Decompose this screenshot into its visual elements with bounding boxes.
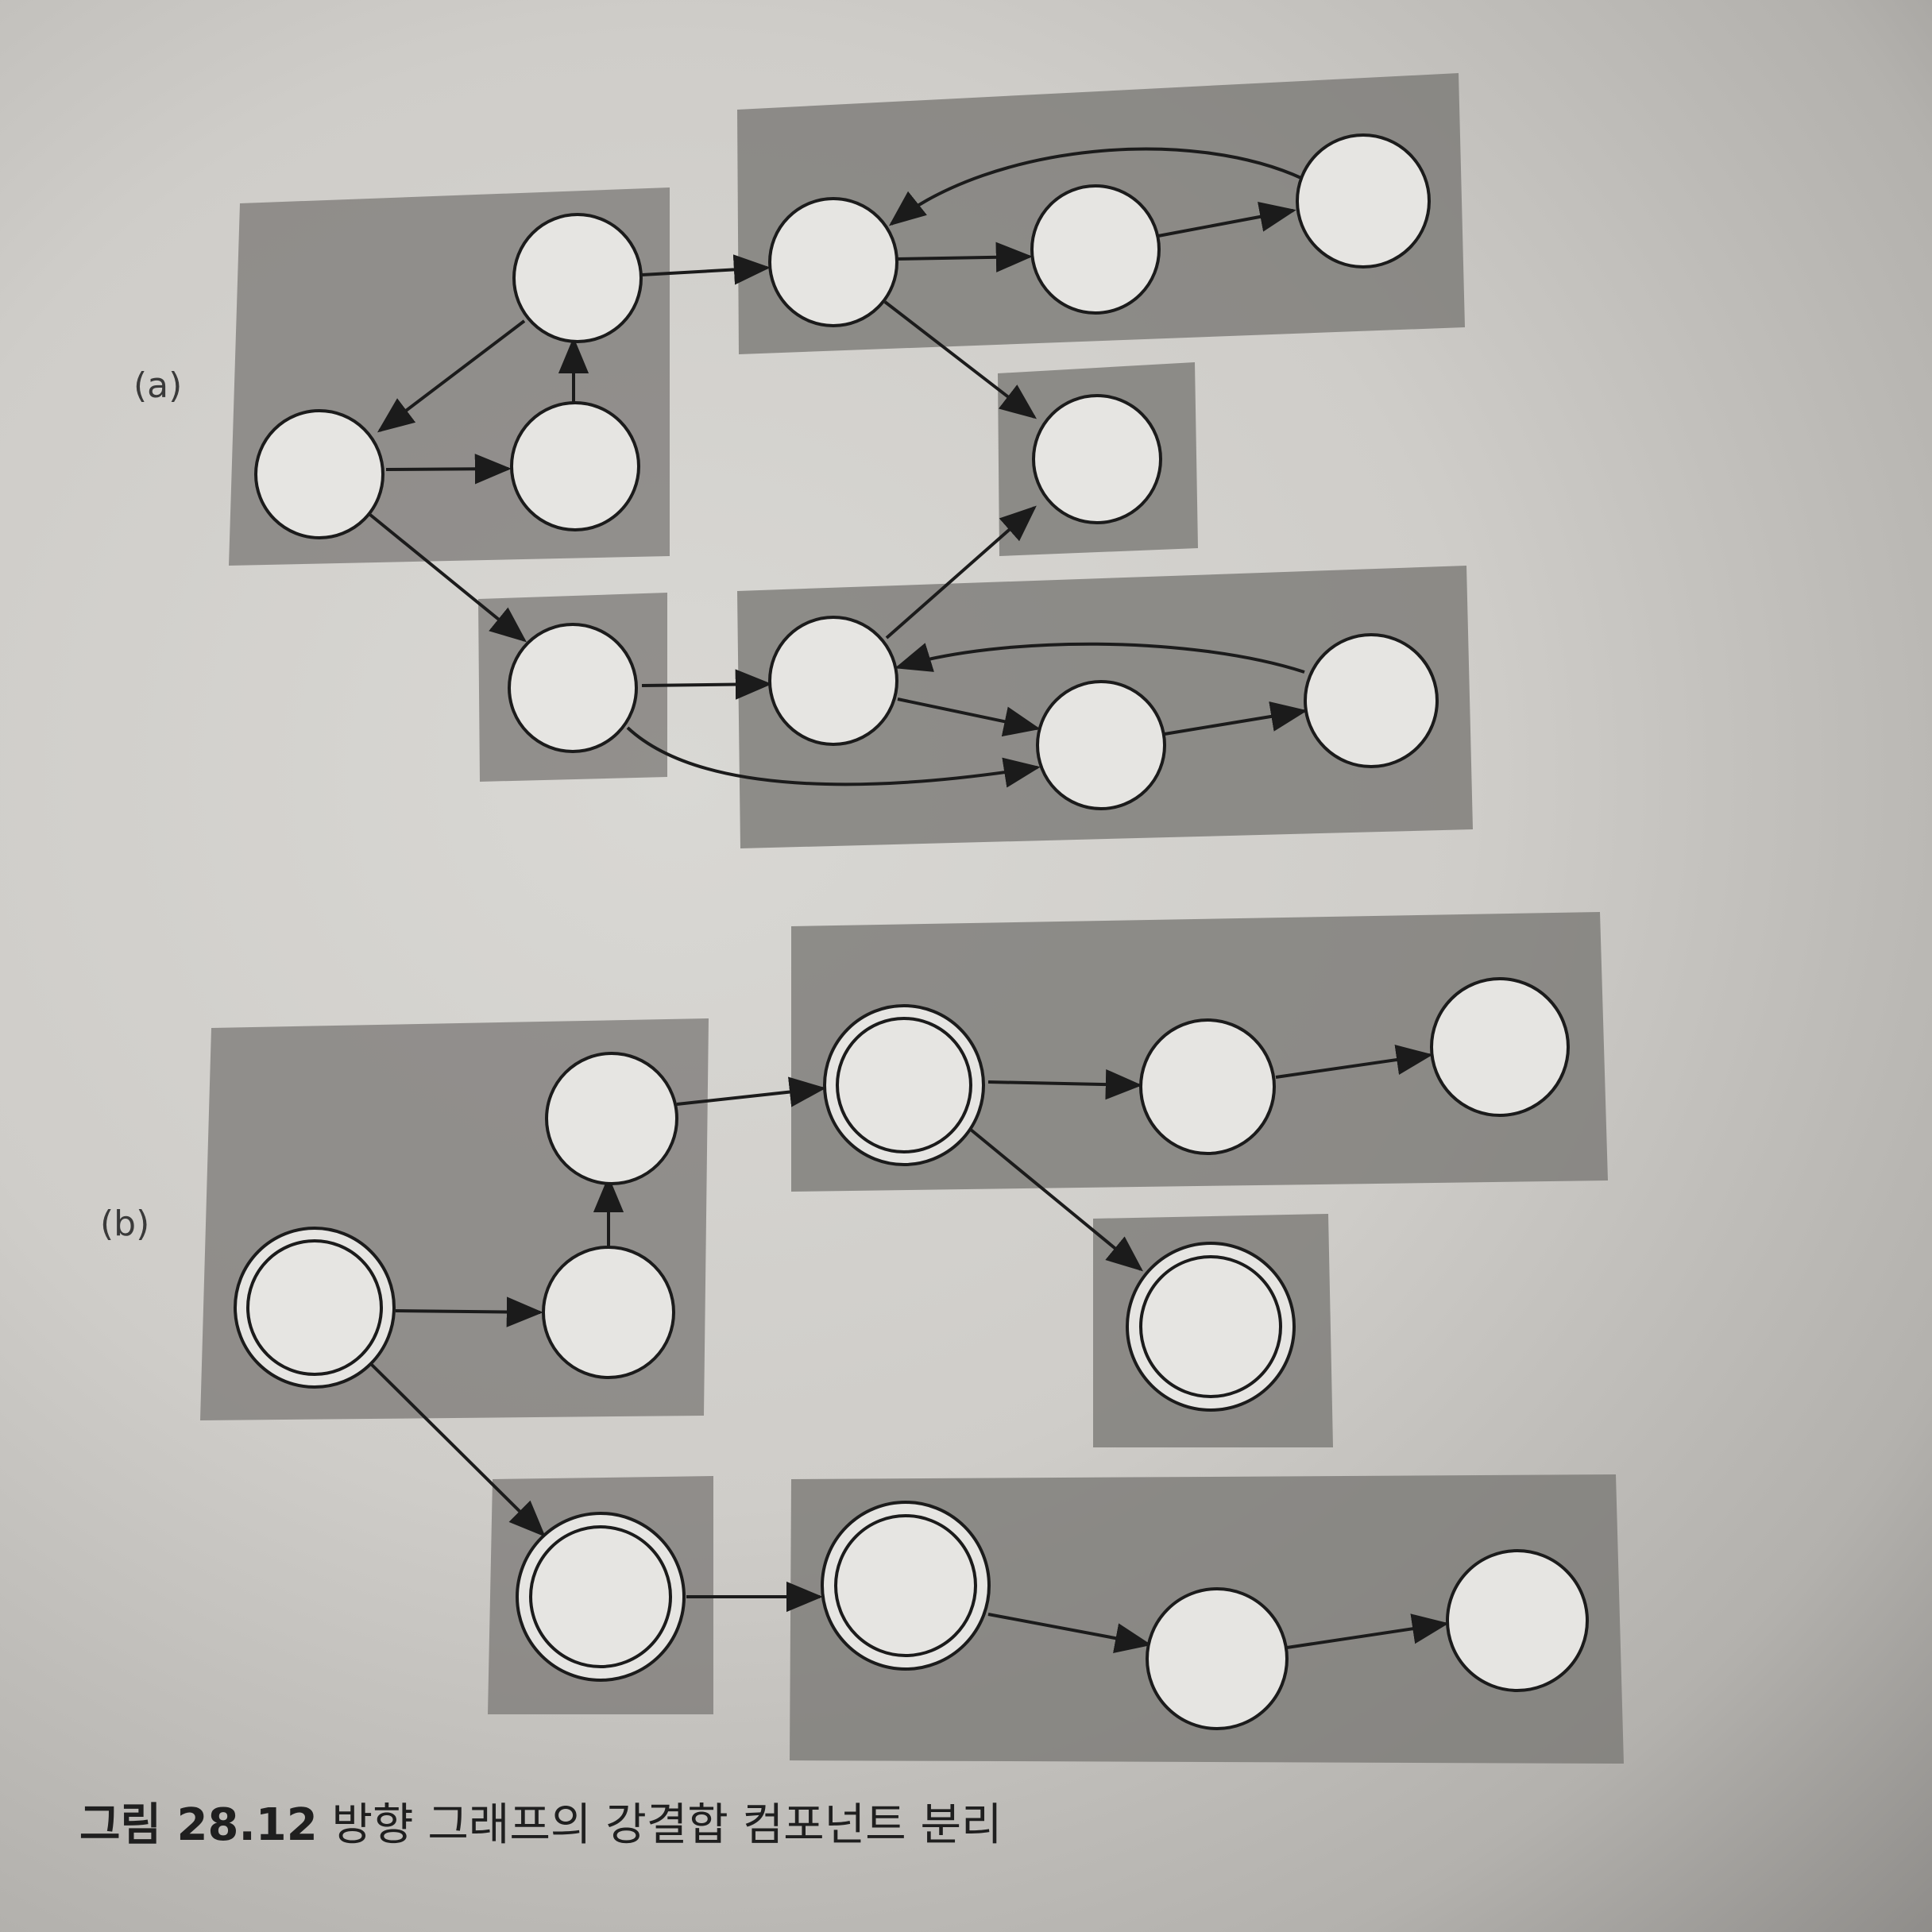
edge (377, 319, 526, 433)
graph-node (1036, 680, 1166, 810)
graph-node (254, 409, 384, 539)
graph-node (1139, 1255, 1282, 1398)
part-b-graph (200, 912, 1624, 1764)
edge (897, 697, 1041, 737)
edge (969, 1128, 1143, 1272)
graph-node (512, 213, 643, 343)
edge (1275, 1045, 1433, 1079)
edge (1164, 701, 1308, 736)
graph-node (1296, 133, 1431, 269)
edge (987, 1068, 1142, 1100)
graph-node (1139, 1018, 1276, 1155)
edges-b (369, 1045, 1449, 1654)
edge (369, 1362, 546, 1537)
edge (883, 300, 1037, 419)
graph-node (1032, 394, 1162, 524)
nodes-b (246, 977, 1589, 1730)
graph-node (246, 1239, 383, 1376)
edge (641, 254, 771, 285)
graph-node (545, 1052, 678, 1185)
edge (1286, 1613, 1449, 1649)
edge (676, 1076, 826, 1107)
graph-node (836, 1017, 972, 1153)
figure-caption-text: 방향 그래프의 강결합 컴포넌트 분리 (331, 1799, 1003, 1851)
edge (1157, 201, 1296, 238)
edge (895, 242, 1033, 272)
graph-node (529, 1525, 672, 1668)
edges-a (369, 147, 1308, 788)
part-a-graph (229, 73, 1473, 848)
edge (987, 1613, 1152, 1654)
graph-node (508, 623, 638, 753)
graph-node (1146, 1587, 1289, 1730)
edge (641, 669, 772, 700)
graph-node (1304, 633, 1439, 768)
graph-node (768, 197, 898, 327)
edge (369, 513, 527, 643)
nodes-a (254, 133, 1439, 810)
graph-node (1446, 1549, 1589, 1692)
figure-caption: 그림 28.12 방향 그래프의 강결합 컴포넌트 분리 (79, 1789, 1003, 1853)
graph-node (542, 1246, 675, 1379)
graph-node (1030, 184, 1161, 315)
edge (395, 1296, 543, 1327)
edge (889, 147, 1304, 226)
figure-number: 그림 28.12 (79, 1799, 318, 1851)
graph-node (768, 616, 898, 746)
graph-node (1430, 977, 1570, 1117)
graph-node (510, 401, 640, 531)
edge (885, 505, 1037, 639)
edge (895, 642, 1305, 674)
graph-node (834, 1514, 977, 1657)
part-a-label: (a) (133, 365, 183, 406)
part-b-label: (b) (100, 1204, 150, 1244)
edge (626, 726, 1041, 788)
